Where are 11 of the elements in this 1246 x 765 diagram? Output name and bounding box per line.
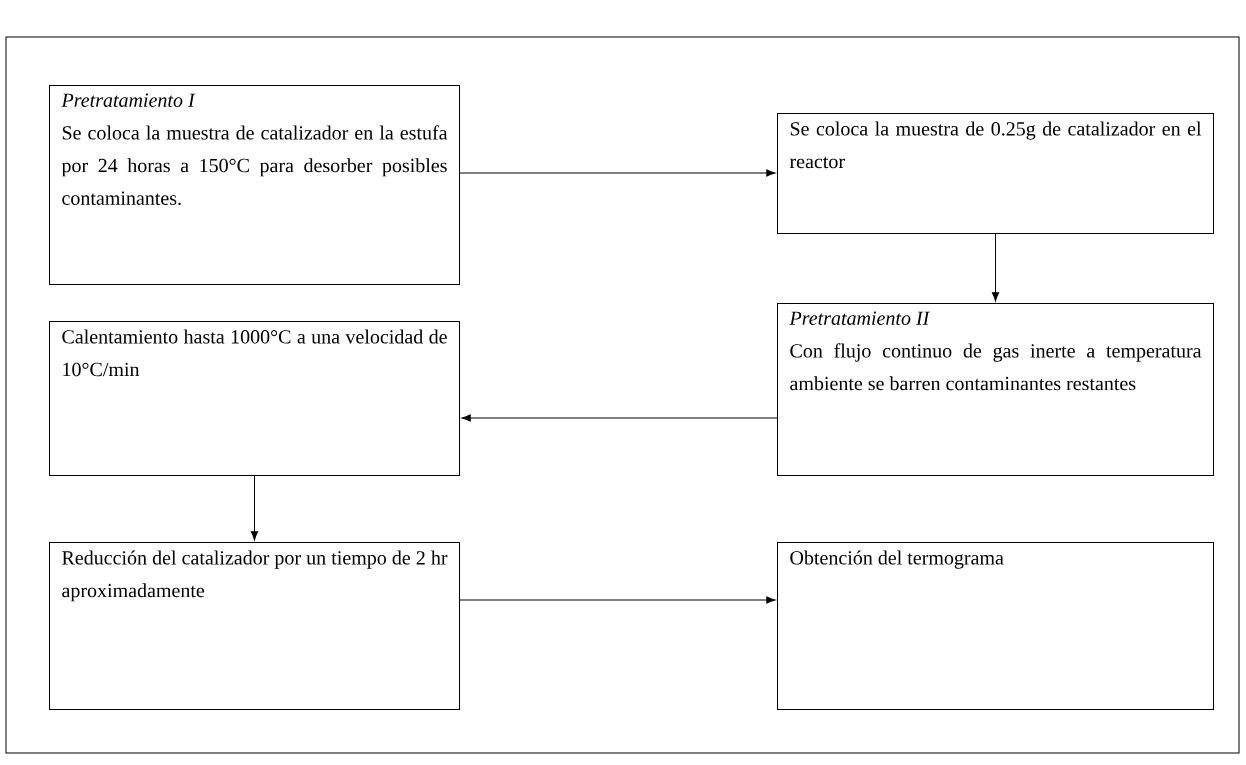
process-box: Obtención del termograma — [777, 542, 1214, 710]
process-box: Se coloca la muestra de 0.25g de catalizador en el reactor — [777, 113, 1214, 234]
process-box: Pretratamiento II Con flujo continuo de gas inerte a temperatura ambiente se barren contaminantes restantes — [777, 303, 1214, 476]
arrow — [459, 596, 776, 604]
arrow — [459, 169, 776, 177]
arrow — [461, 414, 778, 422]
arrow — [991, 233, 1000, 302]
process-box: Pretratamiento I Se coloca la muestra de catalizador en la estufa por 24 horas a 150°C para desorber posibles contaminantes. — [49, 85, 460, 285]
process-box: Calentamiento hasta 1000°C a una velocidad de 10°C/min — [49, 321, 460, 476]
arrow — [250, 475, 259, 541]
process-box: Reducción del catalizador por un tiempo de 2 hr aproximadamente — [49, 542, 460, 710]
